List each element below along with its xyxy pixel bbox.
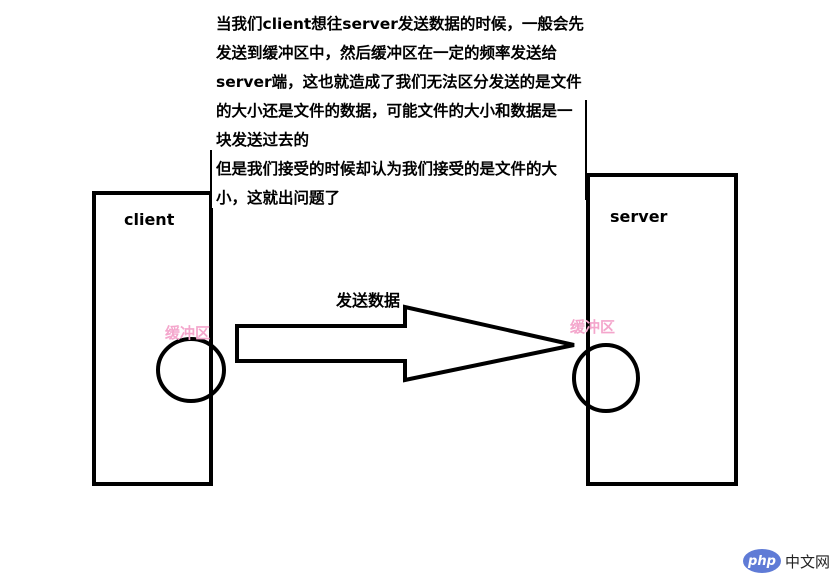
logo-text: 中文网 [784, 552, 830, 571]
server-label: server [610, 207, 668, 226]
note-line: 块发送过去的 [216, 131, 310, 149]
note-line: 的大小还是文件的数据，可能文件的大小和数据是一 [216, 102, 573, 120]
server-buffer-label: 缓冲区 [570, 318, 616, 336]
arrow-label: 发送数据 [336, 291, 401, 310]
server-buffer-circle [572, 343, 640, 413]
client-buffer-circle [156, 337, 226, 403]
note-line: server端，这也就造成了我们无法区分发送的是文件 [216, 73, 582, 91]
explanation-note: 当我们client想往server发送数据的时候，一般会先发送到缓冲区中，然后缓… [216, 10, 588, 213]
logo-badge: php [742, 549, 781, 573]
server-box [586, 173, 738, 486]
note-line: 小，这就出问题了 [216, 189, 341, 207]
note-line: 但是我们接受的时候却认为我们接受的是文件的大 [216, 160, 558, 178]
note-mask [212, 8, 586, 208]
note-line: 发送到缓冲区中，然后缓冲区在一定的频率发送给 [216, 44, 558, 62]
client-box [92, 191, 213, 486]
client-label: client [124, 210, 175, 229]
php-cn-logo: php 中文网 [742, 549, 830, 573]
client-buffer-label: 缓冲区 [165, 324, 211, 342]
note-line: 当我们client想往server发送数据的时候，一般会先 [216, 15, 584, 33]
send-arrow [235, 304, 575, 383]
